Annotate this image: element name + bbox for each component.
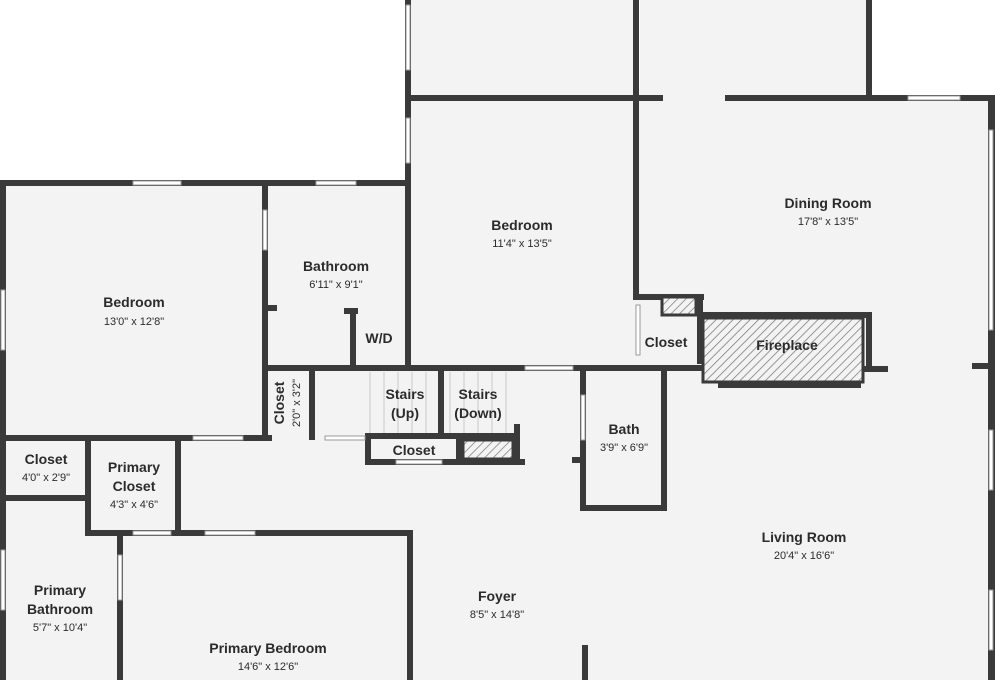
foyer-name: Foyer: [478, 588, 517, 604]
primary-bathroom-dims: 5'7" x 10'4": [33, 622, 87, 634]
bedroom-center-dims: 11'4" x 13'5": [492, 238, 552, 250]
floor-areas: [3, 0, 995, 680]
primary-bedroom-dims: 14'6" x 12'6": [238, 661, 298, 673]
bath-dims: 3'9" x 6'9": [600, 442, 648, 454]
primary-closet-dims: 4'3" x 4'6": [110, 499, 158, 511]
closet-left-name: Closet: [25, 451, 68, 467]
fireplace-hearth: [701, 316, 865, 384]
stair-closet-hatch: [461, 438, 515, 461]
primary-bedroom-name: Primary Bedroom: [209, 640, 326, 656]
primary-closet-line2: Closet: [113, 478, 156, 494]
closet-vertical-dims: 2'0" x 3'2": [291, 379, 303, 427]
closet-vertical-name: Closet: [271, 381, 287, 424]
living-room-dims: 20'4" x 16'6": [774, 550, 834, 562]
primary-bathroom-line2: Bathroom: [27, 601, 93, 617]
fireplace-name: Fireplace: [756, 337, 818, 353]
bath-name: Bath: [608, 421, 639, 437]
wd-label: W/D: [365, 330, 392, 346]
bedroom-center-name: Bedroom: [491, 217, 552, 233]
dining-room-dims: 17'8" x 13'5": [798, 216, 858, 228]
bathroom-name: Bathroom: [303, 258, 369, 274]
room-labels: Bedroom 13'0" x 12'8" Bathroom 6'11" x 9…: [22, 195, 872, 673]
bedroom-left-dims: 13'0" x 12'8": [104, 316, 164, 328]
closet-left-dims: 4'0" x 2'9": [22, 472, 70, 484]
dining-closet-hatch: [660, 295, 698, 317]
closet-small-name: Closet: [393, 442, 436, 458]
primary-closet-line1: Primary: [108, 459, 160, 475]
stair-treads: [369, 372, 507, 433]
living-room-name: Living Room: [762, 529, 847, 545]
dining-room-name: Dining Room: [784, 195, 871, 211]
windows: [0, 4, 994, 651]
primary-bathroom-line1: Primary: [34, 582, 86, 598]
stairs-up-line2: (Up): [391, 405, 419, 421]
stairs-down-line2: (Down): [454, 405, 501, 421]
bedroom-left-name: Bedroom: [103, 294, 164, 310]
stairs-up-line1: Stairs: [386, 386, 425, 402]
foyer-dims: 8'5" x 14'8": [470, 609, 524, 621]
closet-dining-name: Closet: [645, 334, 688, 350]
bathroom-dims: 6'11" x 9'1": [309, 279, 362, 291]
stairs-down-line1: Stairs: [459, 386, 498, 402]
